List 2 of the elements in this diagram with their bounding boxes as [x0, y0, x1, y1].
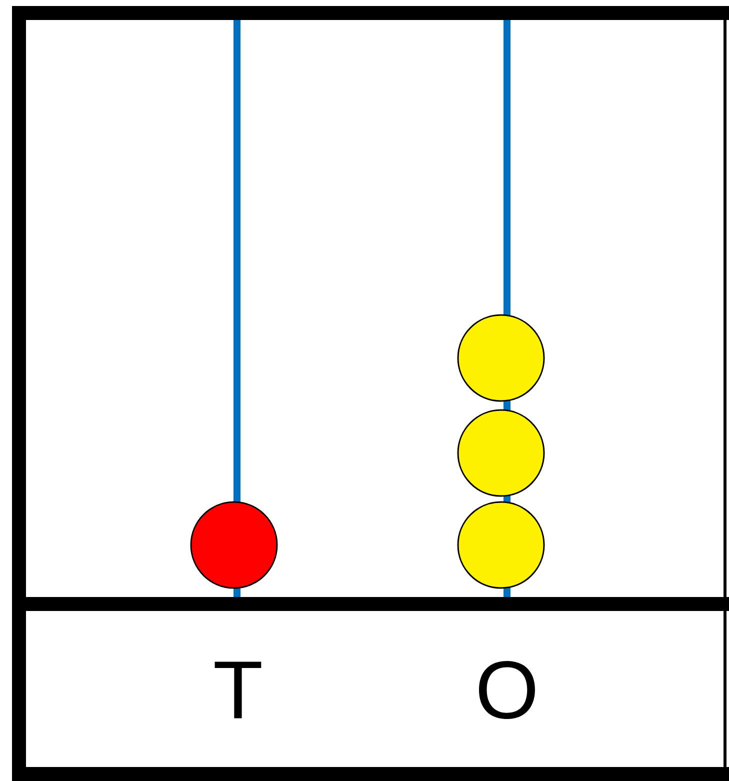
place-value-label: T [214, 662, 262, 718]
place-value-label: O [479, 661, 535, 720]
